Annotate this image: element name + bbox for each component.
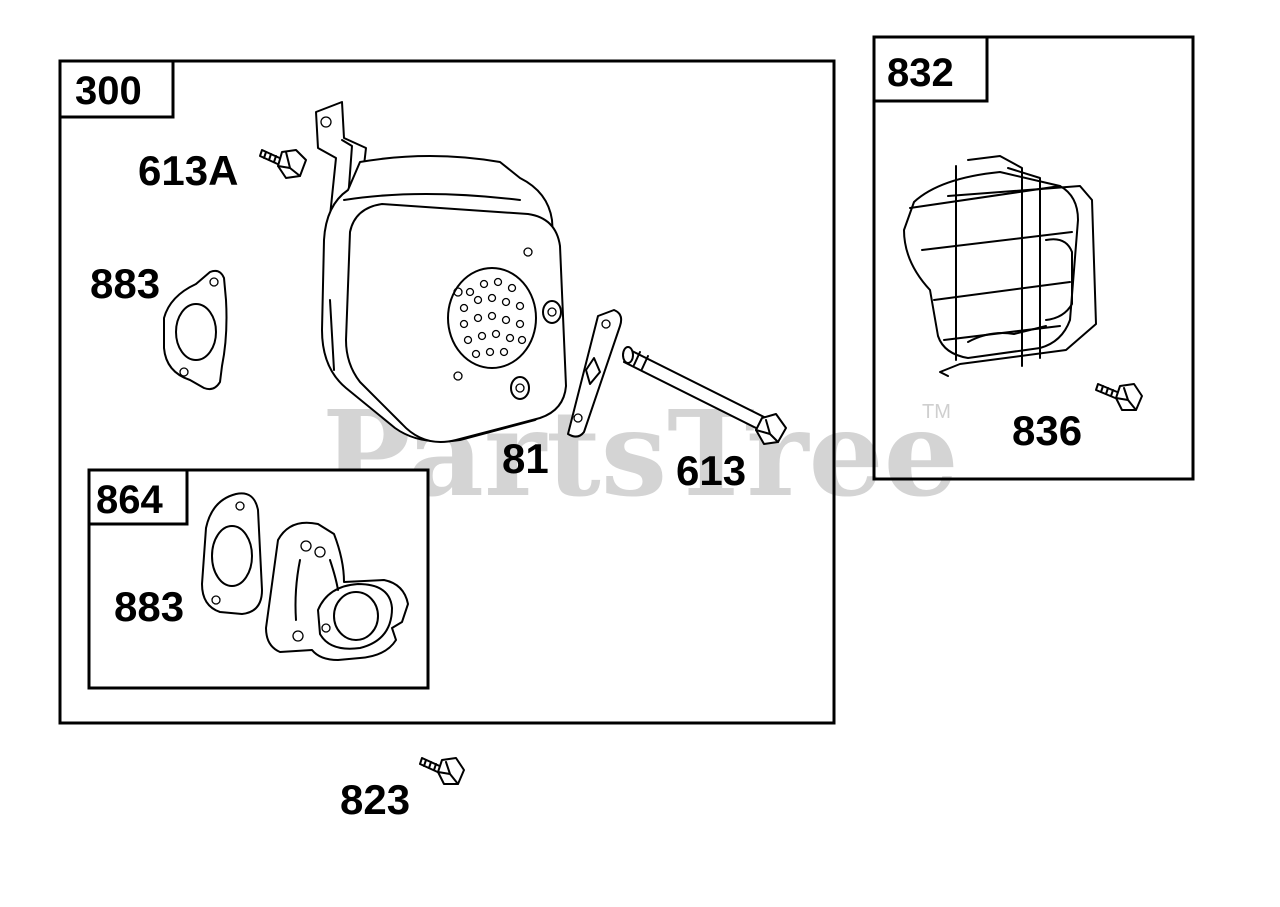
deflector-81-drawing — [567, 309, 623, 438]
group-300: 300 — [58, 59, 836, 725]
bolt-613-drawing — [622, 346, 787, 445]
gasket-883-lower-drawing — [201, 492, 263, 615]
group-864-label: 864 — [96, 478, 163, 522]
callout-883-lower: 883 — [114, 583, 184, 630]
group-300-tab — [58, 59, 175, 119]
callout-823: 823 — [340, 776, 410, 823]
exhaust-elbow-drawing — [265, 521, 409, 661]
callout-836: 836 — [1012, 407, 1082, 454]
callout-883-upper: 883 — [90, 260, 160, 307]
group-832-label: 832 — [887, 51, 954, 95]
screw-836-drawing — [1095, 383, 1143, 411]
screw-613a-drawing — [259, 149, 307, 179]
muffler-drawing — [321, 155, 567, 443]
callout-613a: 613A — [138, 147, 238, 194]
watermark-trademark: TM — [922, 401, 951, 423]
group-300-label: 300 — [75, 69, 142, 113]
gasket-883-upper-drawing — [163, 269, 228, 391]
group-300-frame — [58, 59, 836, 725]
group-864-tab — [87, 468, 189, 526]
group-832: 832 — [872, 35, 1195, 481]
callout-81: 81 — [502, 435, 549, 482]
group-832-frame — [872, 35, 1195, 481]
muffler-guard-drawing — [903, 155, 1097, 377]
group-832-tab — [872, 35, 989, 103]
callout-613: 613 — [676, 447, 746, 494]
screw-823-drawing — [419, 757, 465, 785]
